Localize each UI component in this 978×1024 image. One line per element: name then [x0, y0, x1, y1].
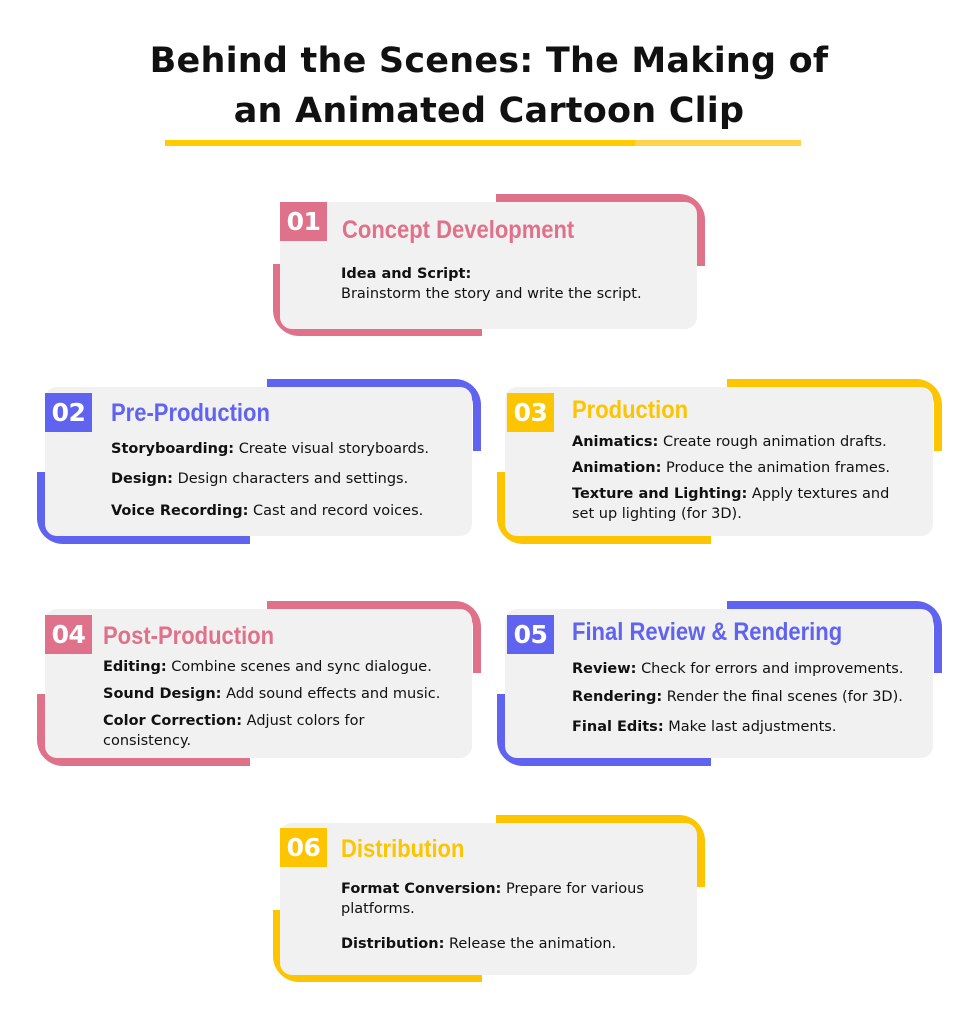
- step-item: Review: Check for errors and improvement…: [572, 659, 927, 679]
- step-item: Sound Design: Add sound effects and musi…: [103, 684, 463, 704]
- card-corner-accent: [496, 194, 705, 266]
- step-item-text: Adjust colors for consistency.: [103, 713, 365, 749]
- step-item-label: Texture and Lighting:: [572, 486, 748, 502]
- card-corner-accent: [37, 472, 250, 544]
- step-item-text: Release the animation.: [449, 936, 617, 952]
- step-item-label: Design:: [111, 471, 173, 487]
- card-corner-accent: [497, 694, 711, 766]
- step-item: Editing: Combine scenes and sync dialogu…: [103, 657, 463, 677]
- step-item-text: Apply textures and set up lighting (for …: [572, 486, 890, 522]
- card-corner-accent: [37, 694, 250, 766]
- step-heading: Distribution: [341, 835, 465, 863]
- step-item: Idea and Script: Brainstorm the story an…: [341, 264, 686, 304]
- step-item: Color Correction: Adjust colors for cons…: [103, 711, 393, 751]
- title-underline: [165, 140, 801, 146]
- card-corner-accent: [267, 601, 481, 673]
- page-title-line-1: Behind the Scenes: The Making of: [149, 41, 829, 81]
- step-item: Format Conversion: Prepare for various p…: [341, 879, 671, 919]
- card-corner-accent: [727, 379, 942, 451]
- step-item-text: Cast and record voices.: [253, 503, 424, 519]
- step-item-label: Animatics:: [572, 434, 659, 450]
- step-item: Animation: Produce the animation frames.: [572, 458, 917, 478]
- step-number-badge: 02: [45, 393, 92, 432]
- step-heading: Concept Development: [342, 216, 575, 244]
- card-body: [505, 387, 933, 536]
- step-number-badge: 06: [280, 828, 327, 867]
- step-item-label: Sound Design:: [103, 686, 222, 702]
- step-item-text: Add sound effects and music.: [226, 686, 441, 702]
- card-body: [280, 202, 697, 329]
- step-item: Rendering: Render the final scenes (for …: [572, 687, 927, 707]
- card-body: [45, 387, 472, 536]
- step-heading: Production: [572, 396, 689, 424]
- card-corner-accent: [273, 910, 482, 982]
- step-item-text: Prepare for various platforms.: [341, 881, 644, 917]
- card-corner-accent: [273, 264, 482, 336]
- step-item-text: Combine scenes and sync dialogue.: [171, 659, 432, 675]
- step-item: Design: Design characters and settings.: [111, 469, 461, 489]
- card-corner-accent: [267, 379, 481, 451]
- step-number-badge: 05: [507, 615, 554, 654]
- step-item-text: Make last adjustments.: [668, 719, 837, 735]
- step-item: Distribution: Release the animation.: [341, 934, 686, 954]
- step-item-text: Design characters and settings.: [177, 471, 409, 487]
- step-item-text: Brainstorm the story and write the scrip…: [341, 286, 642, 302]
- step-number-badge: 03: [507, 393, 554, 432]
- card-body: [280, 823, 697, 975]
- step-item-label: Distribution:: [341, 936, 445, 952]
- step-item: Storyboarding: Create visual storyboards…: [111, 439, 461, 459]
- page-title-line-2: an Animated Cartoon Clip: [233, 91, 745, 131]
- step-item-label: Rendering:: [572, 689, 663, 705]
- step-item: Final Edits: Make last adjustments.: [572, 717, 927, 737]
- step-item-label: Review:: [572, 661, 637, 677]
- step-item-text: Create rough animation drafts.: [662, 434, 887, 450]
- card-corner-accent: [497, 472, 711, 544]
- step-item-label: Editing:: [103, 659, 167, 675]
- step-heading: Final Review & Rendering: [572, 618, 843, 646]
- card-corner-accent: [496, 815, 705, 887]
- step-number-badge: 01: [280, 202, 327, 241]
- card-body: [45, 609, 472, 758]
- step-item-text: Produce the animation frames.: [666, 460, 890, 476]
- step-number-badge: 04: [45, 615, 92, 654]
- step-item-label: Format Conversion:: [341, 881, 502, 897]
- step-item-text: Render the final scenes (for 3D).: [666, 689, 903, 705]
- step-item-text: Create visual storyboards.: [238, 441, 430, 457]
- card-body: [505, 609, 933, 758]
- page-title: Behind the Scenes: The Making of an Anim…: [0, 36, 978, 136]
- step-item: Animatics: Create rough animation drafts…: [572, 432, 917, 452]
- step-item-text: Check for errors and improvements.: [641, 661, 904, 677]
- step-item-label: Storyboarding:: [111, 441, 235, 457]
- step-item: Voice Recording: Cast and record voices.: [111, 501, 461, 521]
- step-item-label: Voice Recording:: [111, 503, 249, 519]
- step-heading: Post-Production: [103, 622, 275, 650]
- card-corner-accent: [727, 601, 942, 673]
- step-item: Texture and Lighting: Apply textures and…: [572, 484, 902, 524]
- step-item-label: Color Correction:: [103, 713, 243, 729]
- step-item-label: Final Edits:: [572, 719, 664, 735]
- step-item-label: Animation:: [572, 460, 662, 476]
- step-heading: Pre-Production: [111, 399, 270, 427]
- step-item-label: Idea and Script:: [341, 266, 472, 282]
